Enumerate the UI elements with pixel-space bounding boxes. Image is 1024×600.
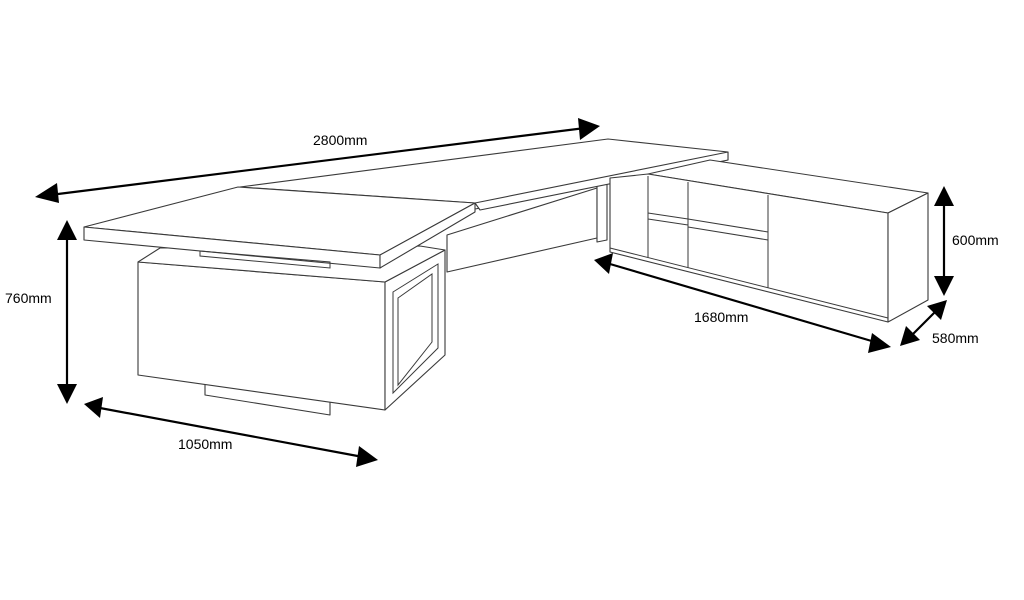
dimension-label-580: 580mm bbox=[932, 330, 979, 346]
desk-back-panel bbox=[446, 181, 608, 273]
dimension-600: 600mm bbox=[934, 186, 999, 296]
dimension-label-600: 600mm bbox=[952, 232, 999, 248]
dimension-1680: 1680mm bbox=[594, 253, 891, 353]
dimension-label-1050: 1050mm bbox=[178, 436, 232, 452]
dimension-label-2800: 2800mm bbox=[313, 132, 367, 148]
desk-pedestal bbox=[137, 245, 446, 416]
executive-desk bbox=[83, 138, 729, 416]
dimension-580: 580mm bbox=[900, 300, 979, 346]
dimension-760: 760mm bbox=[5, 220, 77, 404]
desk-return-top bbox=[83, 186, 476, 269]
dimension-label-760: 760mm bbox=[5, 290, 52, 306]
dimension-1050: 1050mm bbox=[84, 397, 378, 467]
side-cabinet bbox=[609, 159, 929, 323]
dimension-label-1680: 1680mm bbox=[694, 309, 748, 325]
dimension-2800: 2800mm bbox=[35, 118, 600, 203]
